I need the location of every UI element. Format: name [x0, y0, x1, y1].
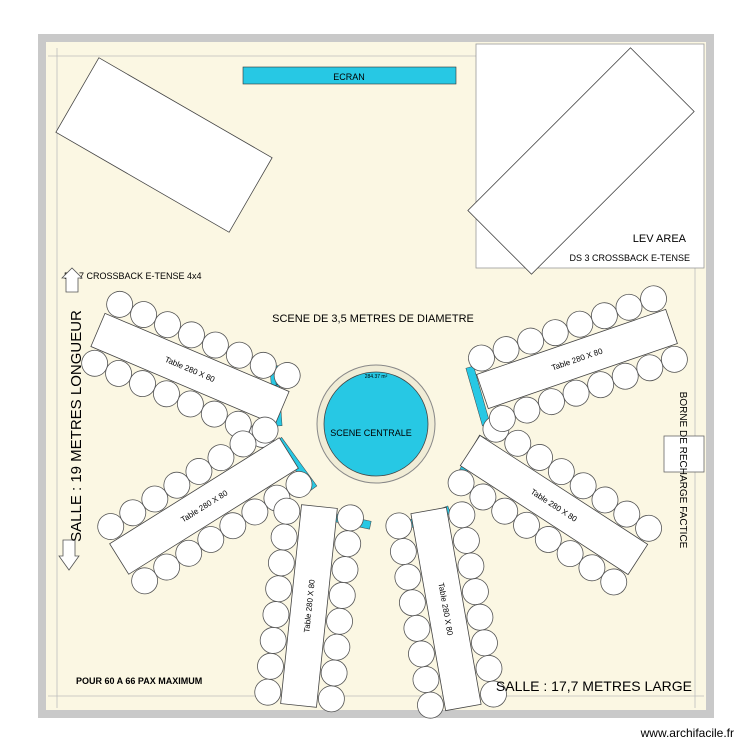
screen-label: ECRAN: [333, 72, 365, 82]
chairs: [254, 497, 364, 713]
charging-station: [663, 435, 705, 473]
car-left-label: DS 7 CROSSBACK E-TENSE 4x4: [64, 271, 202, 281]
table: [90, 312, 290, 426]
stage-title: SCENE DE 3,5 METRES DE DIAMETRE: [272, 313, 474, 325]
chairs: [468, 285, 688, 432]
chairs: [385, 501, 507, 719]
table: [410, 506, 482, 712]
table-group-6: Table 280 X 80: [468, 285, 688, 432]
table: [459, 434, 649, 576]
arrow-down-icon: [58, 539, 80, 571]
capacity-label: POUR 60 A 66 PAX MAXIMUM: [76, 676, 202, 686]
table-group-4: Table 280 X 80: [385, 501, 507, 719]
car-right-label: DS 3 CROSSBACK E-TENSE: [569, 253, 690, 263]
car-left: [55, 57, 273, 233]
table-group-5: Table 280 X 80: [447, 415, 662, 596]
stage-area: 284.37 m²: [365, 374, 388, 380]
room-length-label: SALLE : 19 METRES LONGUEUR: [68, 310, 85, 542]
watermark-credit: www.archifacile.fr: [640, 726, 734, 740]
table-group-3: Table 280 X 80: [254, 497, 364, 713]
table: [280, 504, 338, 708]
table-group-1: Table 280 X 80: [81, 290, 301, 448]
table: [476, 308, 678, 410]
chairs: [447, 415, 662, 596]
arrow-up-icon: [61, 267, 83, 293]
car-right: [467, 47, 695, 275]
chairs: [97, 416, 313, 595]
central-stage: [323, 371, 429, 477]
screen: [242, 66, 457, 85]
stage-label: SCENE CENTRALE: [330, 428, 412, 438]
lev-area-label: LEV AREA: [633, 233, 687, 245]
table: [109, 437, 299, 575]
room-width-label: SALLE : 17,7 METRES LARGE: [496, 678, 692, 694]
table-group-2: Table 280 X 80: [97, 416, 313, 595]
charger-label: BORNE DE RECHARGE FACTICE: [677, 392, 688, 549]
